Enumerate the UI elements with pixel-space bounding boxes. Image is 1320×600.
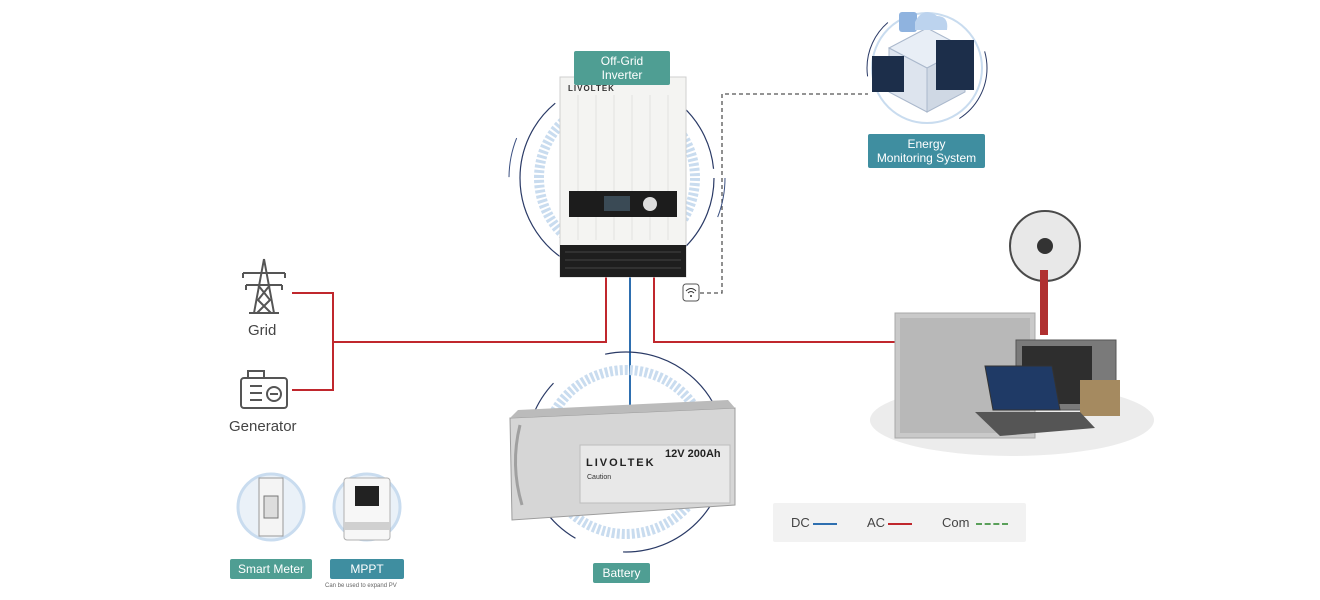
inverter-brand: LIVOLTEK bbox=[568, 84, 615, 93]
grid-wire bbox=[292, 276, 607, 343]
ac-wiring bbox=[292, 276, 895, 391]
legend-com-label: Com bbox=[942, 515, 970, 530]
smart-meter-image bbox=[236, 472, 306, 542]
mppt-note: Can be used to expand PV bbox=[325, 583, 397, 589]
grid-tower-icon bbox=[242, 258, 286, 314]
battery-tag: Battery bbox=[593, 563, 650, 583]
battery-image bbox=[509, 400, 736, 521]
grid-label: Grid bbox=[248, 322, 277, 339]
generator-icon bbox=[240, 370, 288, 409]
legend-ac-label: AC bbox=[867, 515, 886, 530]
legend-ac-line bbox=[888, 523, 912, 525]
generator-label: Generator bbox=[229, 418, 297, 435]
legend-com-line bbox=[976, 523, 1008, 525]
battery-model: 12V 200Ah bbox=[665, 448, 721, 460]
battery-caution: Caution bbox=[587, 474, 612, 481]
smart-meter-tag: Smart Meter bbox=[230, 559, 312, 579]
mppt-image bbox=[332, 472, 402, 542]
ems-tag: Energy Monitoring System bbox=[868, 134, 985, 168]
ems-tag-line2: Monitoring System bbox=[876, 151, 977, 165]
com-wire bbox=[700, 93, 868, 294]
loads-image bbox=[870, 210, 1154, 456]
ems-tag-line1: Energy bbox=[907, 137, 946, 151]
battery-brand: LIVOLTEK bbox=[586, 457, 656, 469]
legend-dc-line bbox=[813, 523, 837, 525]
wifi-icon bbox=[682, 283, 700, 302]
load-wire bbox=[653, 276, 895, 343]
mppt-tag: MPPT bbox=[330, 559, 404, 579]
inverter-image bbox=[559, 76, 687, 278]
generator-wire bbox=[292, 342, 334, 391]
ems-image bbox=[866, 7, 988, 129]
legend: DC AC Com bbox=[773, 503, 1026, 542]
inverter-tag: Off-Grid Inverter bbox=[574, 51, 670, 85]
legend-dc-label: DC bbox=[791, 515, 810, 530]
